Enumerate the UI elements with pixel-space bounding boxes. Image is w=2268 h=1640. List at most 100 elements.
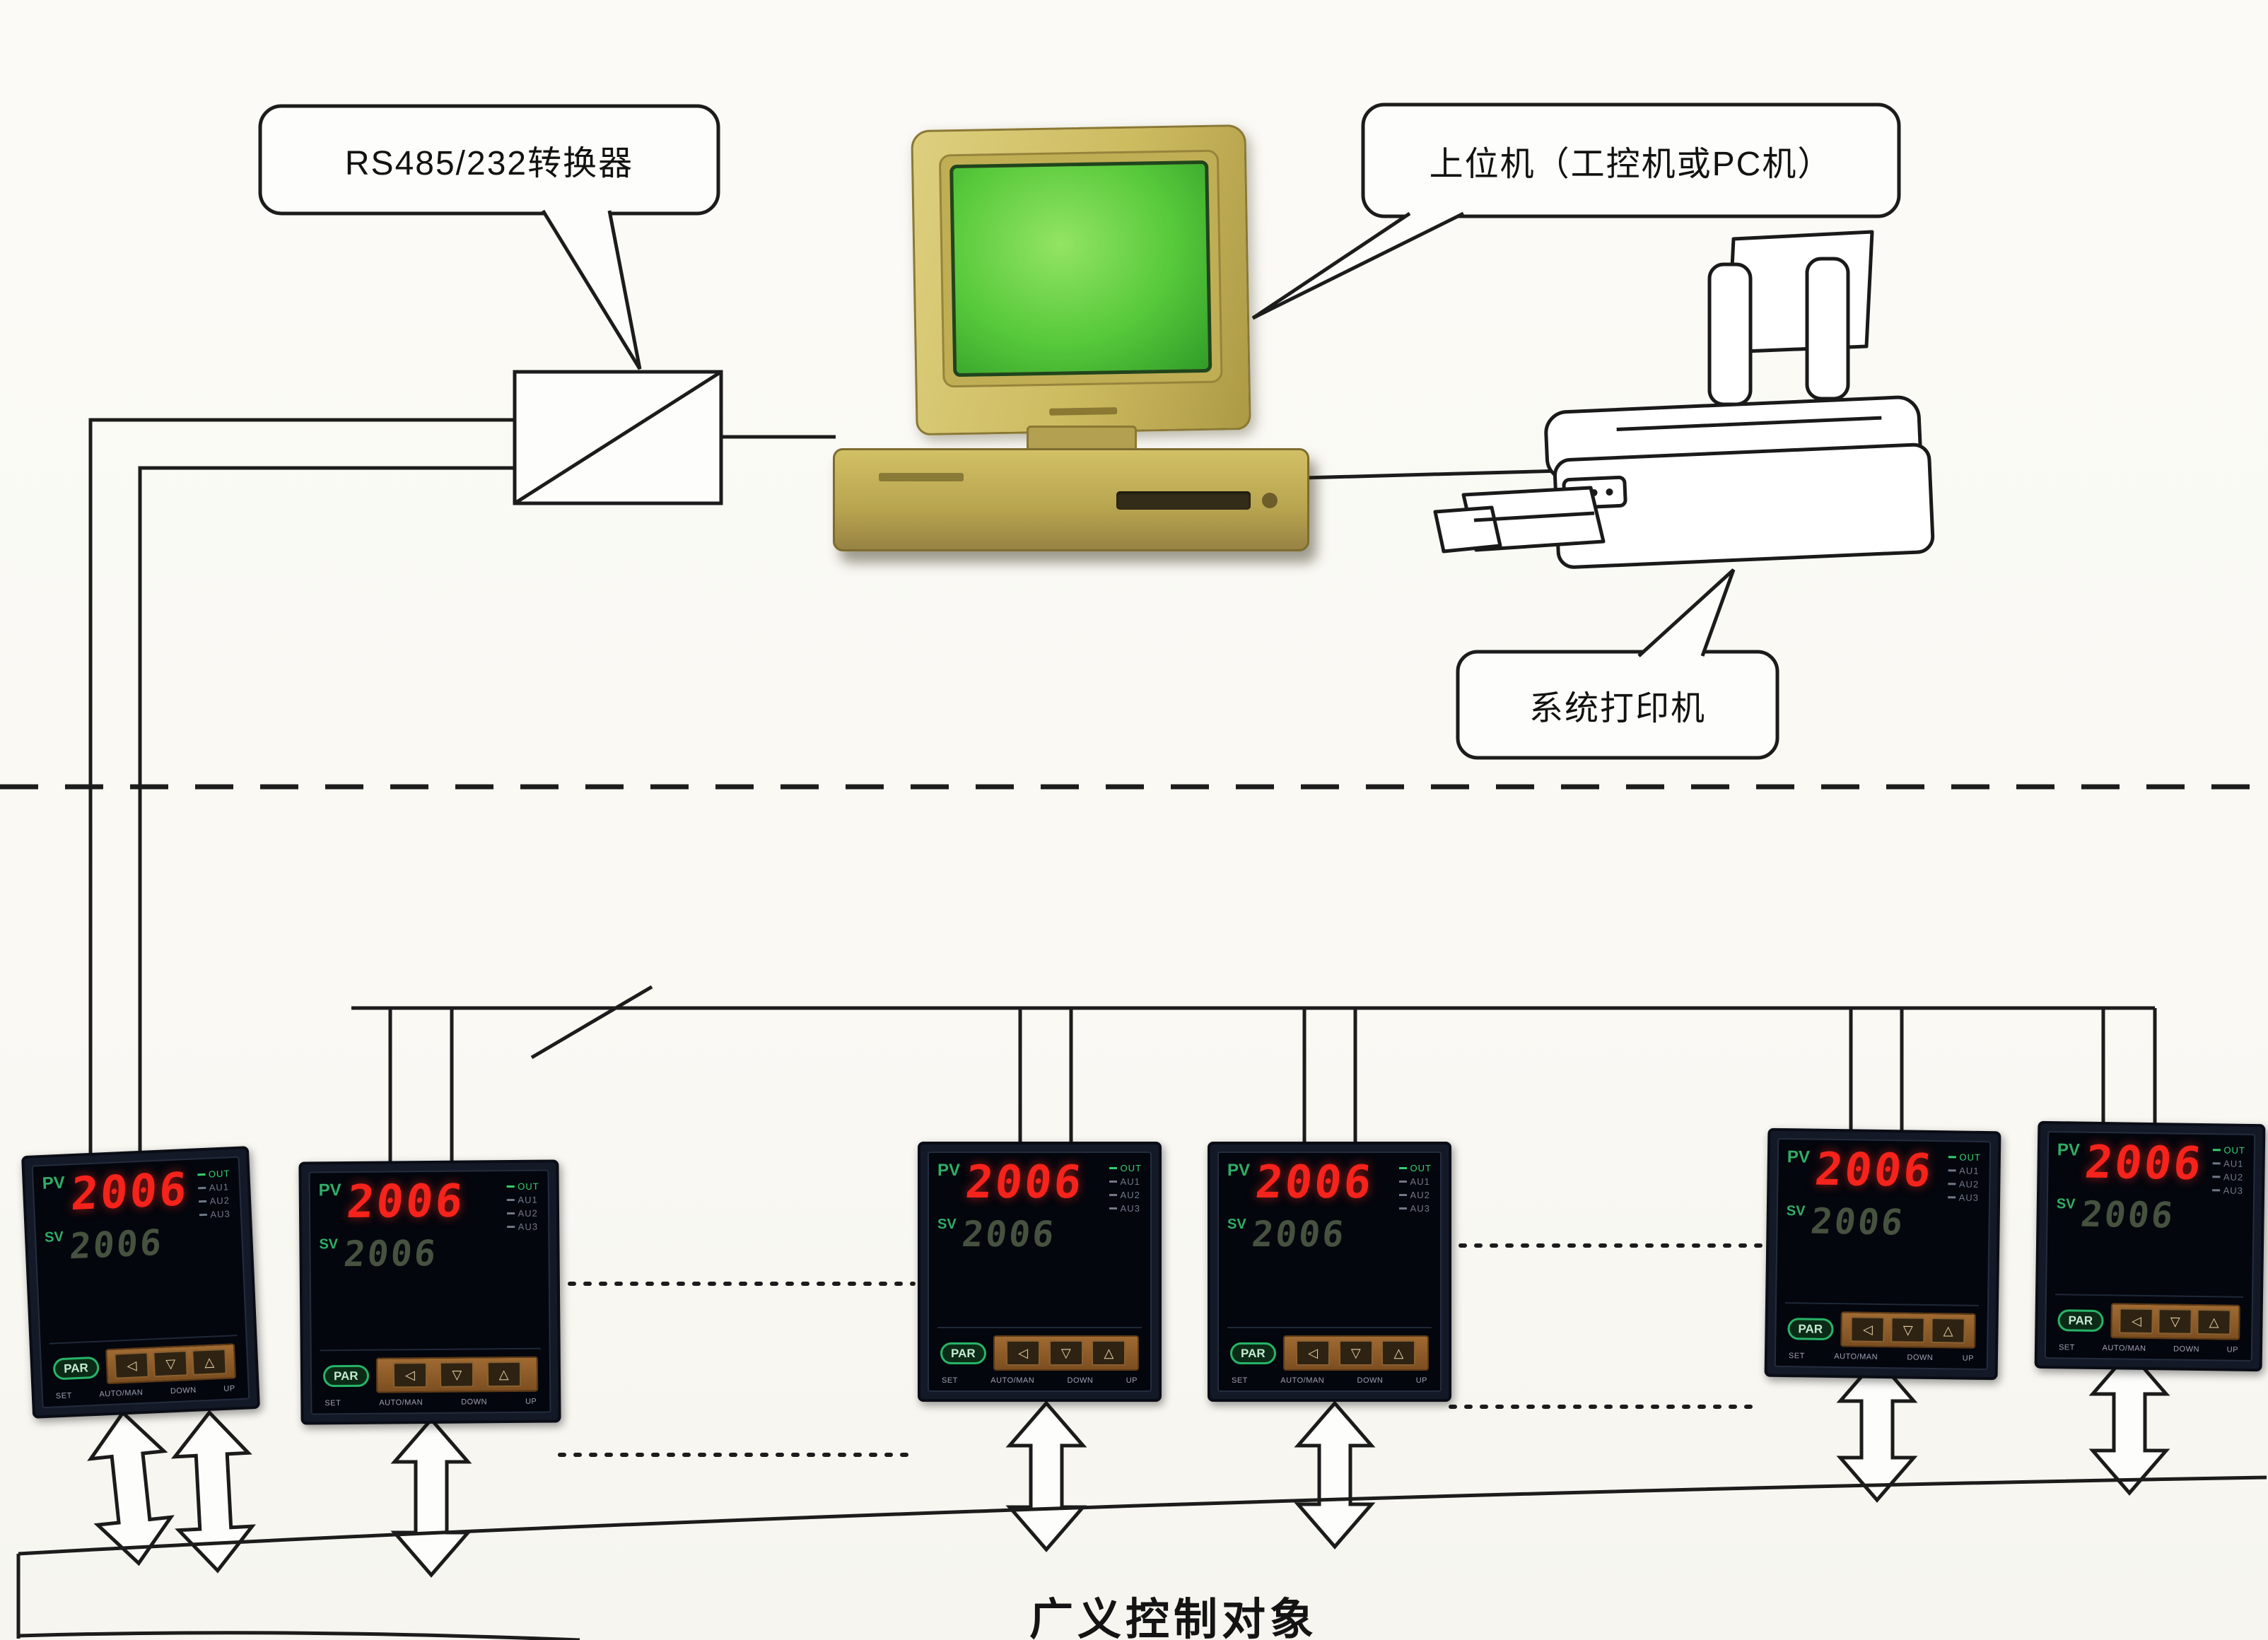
pv-row: PV 2006 OUT AU1 AU2 AU3 <box>2057 1137 2245 1196</box>
indicator-au1: AU1 <box>2212 1158 2245 1169</box>
pv-display: 2006 <box>963 1156 1087 1209</box>
floppy-drive-slot <box>1116 491 1251 510</box>
key-row: PAR ◁ ▽ △ <box>49 1335 240 1390</box>
automan-key-label: AUTO/MAN <box>99 1388 144 1399</box>
shift-key: ◁ <box>1296 1340 1331 1366</box>
automan-key-label: AUTO/MAN <box>379 1398 423 1407</box>
key-strip: ◁ ▽ △ <box>993 1335 1139 1371</box>
pv-label: PV <box>1787 1147 1811 1167</box>
temperature-controller-6: PV 2006 OUT AU1 AU2 AU3 SV 2006 PAR ◁ ▽ … <box>2034 1120 2266 1372</box>
indicator-au1: AU1 <box>1399 1176 1432 1187</box>
up-key: △ <box>2197 1308 2231 1335</box>
indicator-au3: AU3 <box>1109 1203 1142 1214</box>
dotted-links <box>558 1243 1764 1457</box>
up-key: △ <box>192 1348 227 1376</box>
down-key: ▽ <box>1890 1317 1926 1343</box>
up-key-label: UP <box>223 1384 235 1394</box>
printer-bubble-tail <box>1637 568 1736 657</box>
sv-row: SV 2006 <box>2056 1193 2245 1236</box>
indicator-au3: AU3 <box>1948 1192 1981 1203</box>
key-strip: ◁ ▽ △ <box>375 1356 539 1393</box>
indicator-au2: AU2 <box>1109 1190 1142 1200</box>
up-key: △ <box>1381 1340 1416 1366</box>
control-object-band <box>16 1475 2267 1640</box>
indicator-au1: AU1 <box>1109 1176 1142 1187</box>
pv-row: PV 2006 OUT AU1 AU2 AU3 <box>42 1164 232 1227</box>
sv-label: SV <box>937 1217 957 1232</box>
shift-key: ◁ <box>1850 1316 1886 1343</box>
printer-illustration <box>1433 230 1935 569</box>
host-bubble-tail <box>1251 211 1465 320</box>
key-strip: ◁ ▽ △ <box>1840 1311 1976 1349</box>
sv-display: 2006 <box>341 1232 440 1275</box>
shift-key: ◁ <box>1006 1340 1041 1366</box>
down-key-label: DOWN <box>461 1398 488 1407</box>
key-row: PAR ◁ ▽ △ <box>320 1347 542 1397</box>
par-button: PAR <box>2057 1308 2104 1332</box>
indicator-au2: AU2 <box>1399 1190 1432 1200</box>
set-key-label: SET <box>942 1376 958 1385</box>
key-strip: ◁ ▽ △ <box>1282 1335 1429 1371</box>
down-key: ▽ <box>2158 1308 2193 1335</box>
sv-row: SV 2006 <box>45 1222 234 1267</box>
key-labels: SET AUTO/MAN DOWN UP <box>937 1374 1142 1385</box>
sv-label: SV <box>319 1236 339 1253</box>
sv-label: SV <box>1786 1203 1806 1219</box>
pv-label: PV <box>1227 1161 1251 1180</box>
indicator-out: OUT <box>197 1168 230 1180</box>
key-row: PAR ◁ ▽ △ <box>937 1327 1142 1374</box>
pv-display: 2006 <box>1253 1156 1376 1209</box>
case-power-button <box>1262 493 1278 508</box>
indicator-out: OUT <box>506 1181 539 1192</box>
indicator-au1: AU1 <box>197 1181 230 1193</box>
status-indicators: OUT AU1 AU2 AU3 <box>506 1180 539 1232</box>
indicator-out: OUT <box>2212 1144 2245 1155</box>
automan-key-label: AUTO/MAN <box>1834 1352 1878 1361</box>
key-row: PAR ◁ ▽ △ <box>1784 1302 1980 1352</box>
controller-face: PV 2006 OUT AU1 AU2 AU3 SV 2006 PAR ◁ ▽ … <box>928 1152 1152 1392</box>
sv-row: SV 2006 <box>937 1214 1142 1255</box>
par-button: PAR <box>52 1356 100 1381</box>
control-object-label: 广义控制对象 <box>1029 1595 1318 1640</box>
speech-bubbles <box>258 102 1901 760</box>
bus-wiring <box>88 418 2157 1175</box>
monitor-bezel <box>938 149 1223 388</box>
pv-row: PV 2006 OUT AU1 AU2 AU3 <box>319 1175 540 1234</box>
automan-key-label: AUTO/MAN <box>1280 1376 1325 1385</box>
indicator-au3: AU3 <box>2212 1185 2245 1196</box>
indicator-au2: AU2 <box>198 1195 231 1207</box>
sv-display: 2006 <box>959 1214 1058 1255</box>
sv-label: SV <box>1227 1217 1246 1232</box>
sv-display: 2006 <box>1249 1214 1348 1255</box>
automan-key-label: AUTO/MAN <box>2102 1344 2146 1353</box>
shift-key: ◁ <box>114 1352 150 1379</box>
down-key: ▽ <box>1338 1340 1373 1366</box>
key-labels: SET AUTO/MAN DOWN UP <box>320 1395 541 1408</box>
converter-bubble-label: RS485/232转换器 <box>344 145 634 182</box>
pv-row: PV 2006 OUT AU1 AU2 AU3 <box>937 1156 1142 1214</box>
flow-arrows <box>87 1349 2170 1578</box>
automan-key-label: AUTO/MAN <box>990 1376 1035 1385</box>
indicator-out: OUT <box>1399 1163 1432 1173</box>
key-labels: SET AUTO/MAN DOWN UP <box>1784 1349 1978 1363</box>
indicator-out: OUT <box>1948 1152 1981 1163</box>
par-button: PAR <box>940 1342 986 1364</box>
printer-bubble <box>1456 650 1779 760</box>
key-row: PAR ◁ ▽ △ <box>1227 1327 1432 1374</box>
down-key-label: DOWN <box>1907 1353 1934 1363</box>
down-key: ▽ <box>1048 1340 1083 1366</box>
sv-display: 2006 <box>2078 1193 2178 1236</box>
key-labels: SET AUTO/MAN DOWN UP <box>2054 1340 2243 1354</box>
up-key: △ <box>1931 1317 1965 1344</box>
indicator-au2: AU2 <box>1948 1178 1981 1190</box>
down-key-label: DOWN <box>170 1386 197 1396</box>
indicator-out: OUT <box>1109 1163 1142 1173</box>
temperature-controller-2: PV 2006 OUT AU1 AU2 AU3 SV 2006 PAR ◁ ▽ … <box>298 1159 561 1425</box>
key-labels: SET AUTO/MAN DOWN UP <box>1227 1374 1432 1385</box>
temperature-controller-5: PV 2006 OUT AU1 AU2 AU3 SV 2006 PAR ◁ ▽ … <box>1764 1128 2001 1381</box>
status-indicators: OUT AU1 AU2 AU3 <box>1399 1161 1432 1214</box>
temperature-controller-4: PV 2006 OUT AU1 AU2 AU3 SV 2006 PAR ◁ ▽ … <box>1208 1142 1451 1402</box>
pv-display: 2006 <box>344 1175 467 1229</box>
status-indicators: OUT AU1 AU2 AU3 <box>1109 1161 1142 1214</box>
